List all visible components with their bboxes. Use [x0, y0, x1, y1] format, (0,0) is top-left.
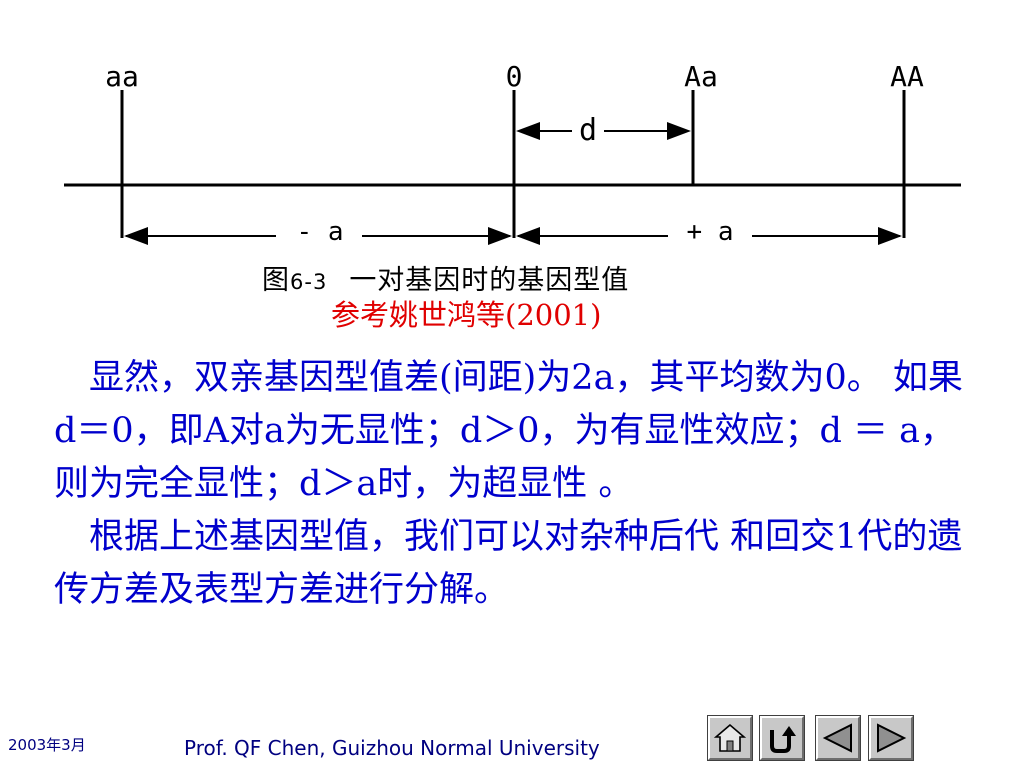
reference-citation: 参考姚世鸿等(2001): [331, 298, 602, 332]
body-text: 显然，双亲基因型值差(间距)为2a，其平均数为0。 如果d＝0，即A对a为无显性…: [54, 352, 974, 617]
plus-a-arrow-left: [516, 227, 540, 245]
return-button[interactable]: [759, 715, 805, 761]
plus-a-label: + a: [687, 217, 734, 247]
AA-label: AA: [890, 60, 924, 93]
next-icon: [877, 723, 907, 753]
home-icon: [713, 723, 747, 752]
previous-icon: [822, 723, 852, 753]
d-label: d: [579, 113, 597, 148]
next-button[interactable]: [868, 715, 914, 761]
genotype-value-diagram: aa 0 Aa AA d - a + a: [64, 60, 961, 247]
origin-label: 0: [506, 60, 523, 93]
caption-text: 一对基因时的基因型值: [349, 265, 630, 296]
minus-a-label: - a: [297, 217, 344, 247]
d-arrow-left: [516, 122, 540, 140]
caption-number: 6-3: [290, 270, 328, 294]
plus-a-arrow-right: [878, 227, 902, 245]
Aa-label: Aa: [684, 60, 718, 93]
home-button[interactable]: [707, 715, 753, 761]
return-icon: [770, 726, 796, 753]
paragraph-variance: 根据上述基因型值，我们可以对杂种后代 和回交1代的遗传方差及表型方差进行分解。: [54, 517, 963, 610]
paragraph-dominance: 显然，双亲基因型值差(间距)为2a，其平均数为0。 如果d＝0，即A对a为无显性…: [54, 358, 963, 504]
footer-author: Prof. QF Chen, Guizhou Normal University: [184, 736, 600, 760]
aa-label: aa: [105, 60, 139, 93]
footer-date: 2003年3月: [8, 736, 86, 754]
minus-a-arrow-right: [488, 227, 512, 245]
figure-caption: 图6-3 一对基因时的基因型值: [262, 258, 629, 297]
previous-button[interactable]: [815, 715, 861, 761]
caption-prefix: 图: [262, 265, 290, 296]
minus-a-arrow-left: [124, 227, 148, 245]
d-arrow-right: [667, 122, 691, 140]
